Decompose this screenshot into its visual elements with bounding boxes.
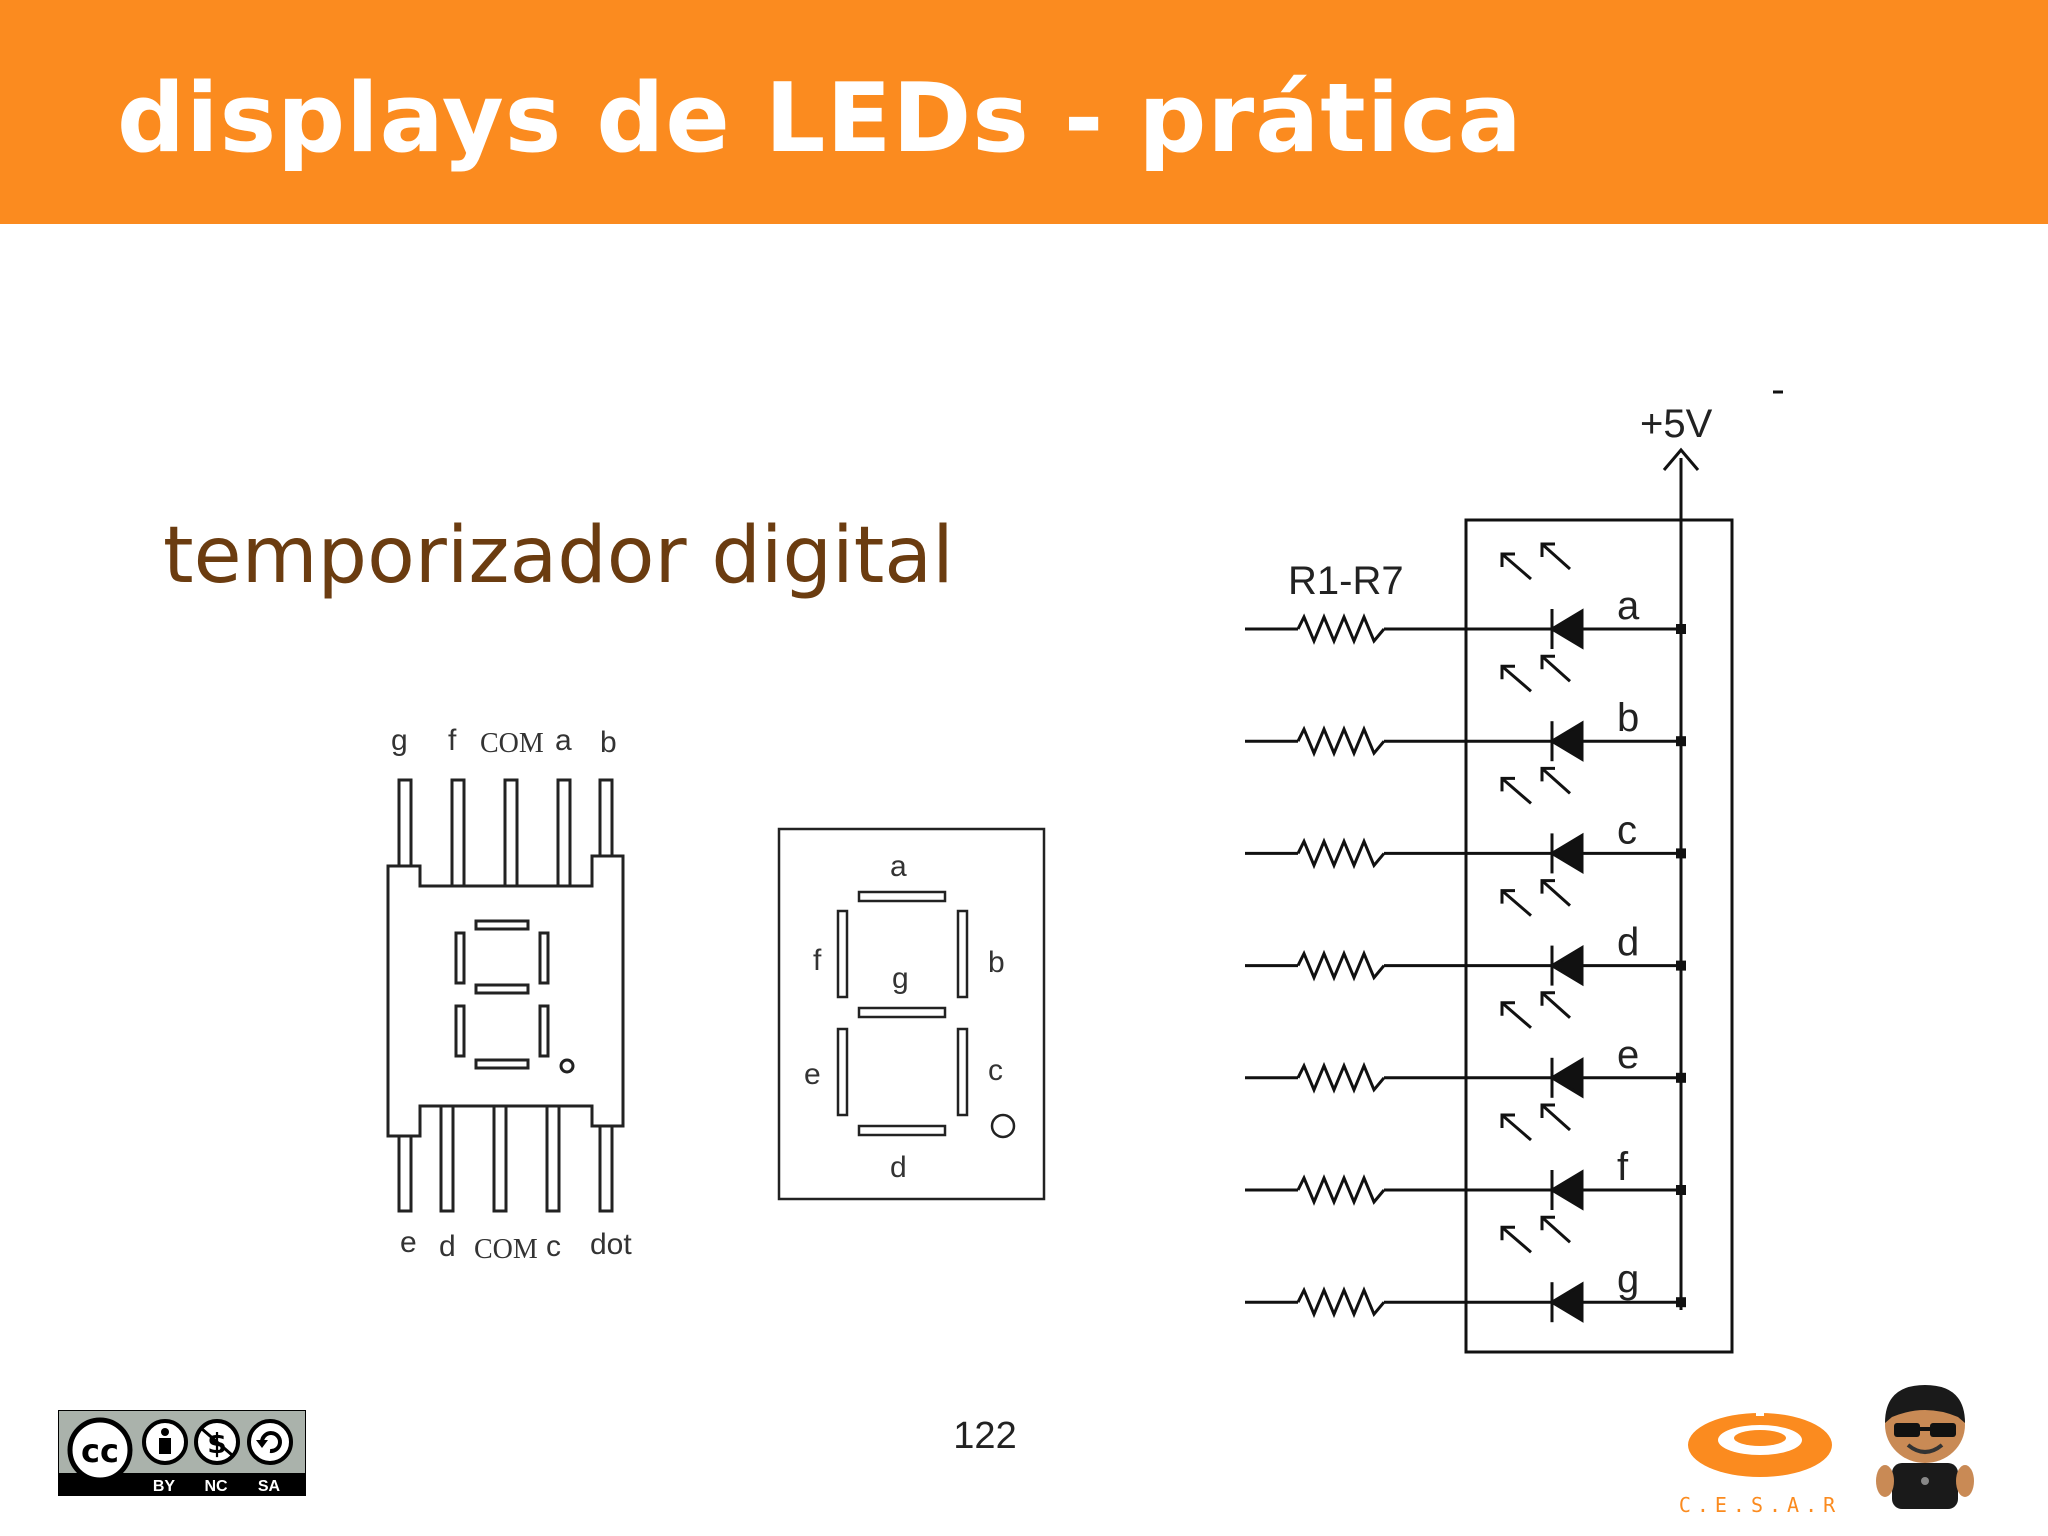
- segment-label-e: e: [804, 1058, 821, 1091]
- pin-label-g: g: [391, 724, 408, 757]
- segment-label-a: a: [890, 850, 907, 883]
- segment-label-b: b: [988, 946, 1005, 979]
- junction-dot: [1676, 1185, 1686, 1195]
- circuit-schematic: +5V R1-R7 a b c d e f g: [1245, 390, 1783, 1354]
- pin-label-b: b: [600, 726, 617, 759]
- junction-dot: [1676, 848, 1686, 859]
- schematic-row-d: [1245, 879, 1681, 987]
- schematic-row-c: [1245, 766, 1681, 875]
- mascot-figure: [1876, 1385, 1974, 1509]
- junction-dot: [1676, 624, 1686, 634]
- pinout-diagram: g f COM a b e d COM c dot: [386, 724, 632, 1265]
- pin-label-com-bottom: COM: [474, 1234, 538, 1265]
- schematic-label-f: f: [1617, 1145, 1629, 1189]
- pin-label-com-top: COM: [480, 728, 544, 759]
- logo-text: C.E.S.A.R: [1679, 1493, 1841, 1517]
- schematic-label-a: a: [1617, 584, 1640, 628]
- page-number: 122: [953, 1415, 1017, 1457]
- schematic-row-e: [1245, 991, 1681, 1099]
- license-label-by: BY: [153, 1478, 176, 1495]
- schematic-label-d: d: [1617, 921, 1639, 965]
- slide-subtitle: temporizador digital: [163, 511, 954, 601]
- pin-label-d: d: [439, 1230, 456, 1263]
- segment-label-d: d: [890, 1151, 907, 1184]
- segment-diagram: a b c d e f g: [777, 827, 1046, 1201]
- schematic-label-c: c: [1617, 808, 1637, 852]
- nc-icon: $: [194, 1419, 240, 1465]
- schematic-label-g: g: [1617, 1257, 1639, 1301]
- schematic-row-b: [1245, 654, 1681, 762]
- segment-label-c: c: [988, 1054, 1003, 1087]
- junction-dot: [1676, 1072, 1686, 1083]
- sa-icon: [247, 1419, 293, 1465]
- segment-label-g: g: [892, 962, 909, 995]
- by-icon: [142, 1419, 188, 1465]
- license-label-nc: NC: [204, 1478, 228, 1495]
- segment-label-f: f: [813, 944, 822, 977]
- pin-label-f: f: [448, 724, 457, 757]
- junction-dot: [1676, 736, 1686, 747]
- pin-label-e: e: [400, 1226, 417, 1259]
- svg-text:cc: cc: [81, 1432, 119, 1470]
- license-label-sa: SA: [258, 1478, 281, 1495]
- header-bar: displays de LEDs - prática: [0, 0, 2048, 224]
- slide-title: displays de LEDs - prática: [117, 64, 1523, 174]
- supply-label: +5V: [1640, 402, 1713, 446]
- resistor-label: R1-R7: [1288, 559, 1404, 603]
- cc-license-badge: cc $ BY NC SA: [58, 1410, 306, 1496]
- pin-label-dot: dot: [590, 1228, 632, 1261]
- pin-label-a: a: [555, 724, 572, 757]
- schematic-row-f: [1245, 1103, 1681, 1211]
- schematic-label-e: e: [1617, 1033, 1639, 1077]
- pin-label-c: c: [546, 1230, 561, 1263]
- schematic-row-a: [1245, 542, 1681, 650]
- schematic-row-g: [1245, 1215, 1681, 1323]
- junction-dot: [1676, 960, 1686, 971]
- junction-dot: [1676, 1297, 1686, 1308]
- schematic-label-b: b: [1617, 696, 1639, 740]
- cesar-logo: C.E.S.A.R: [1679, 1402, 1841, 1517]
